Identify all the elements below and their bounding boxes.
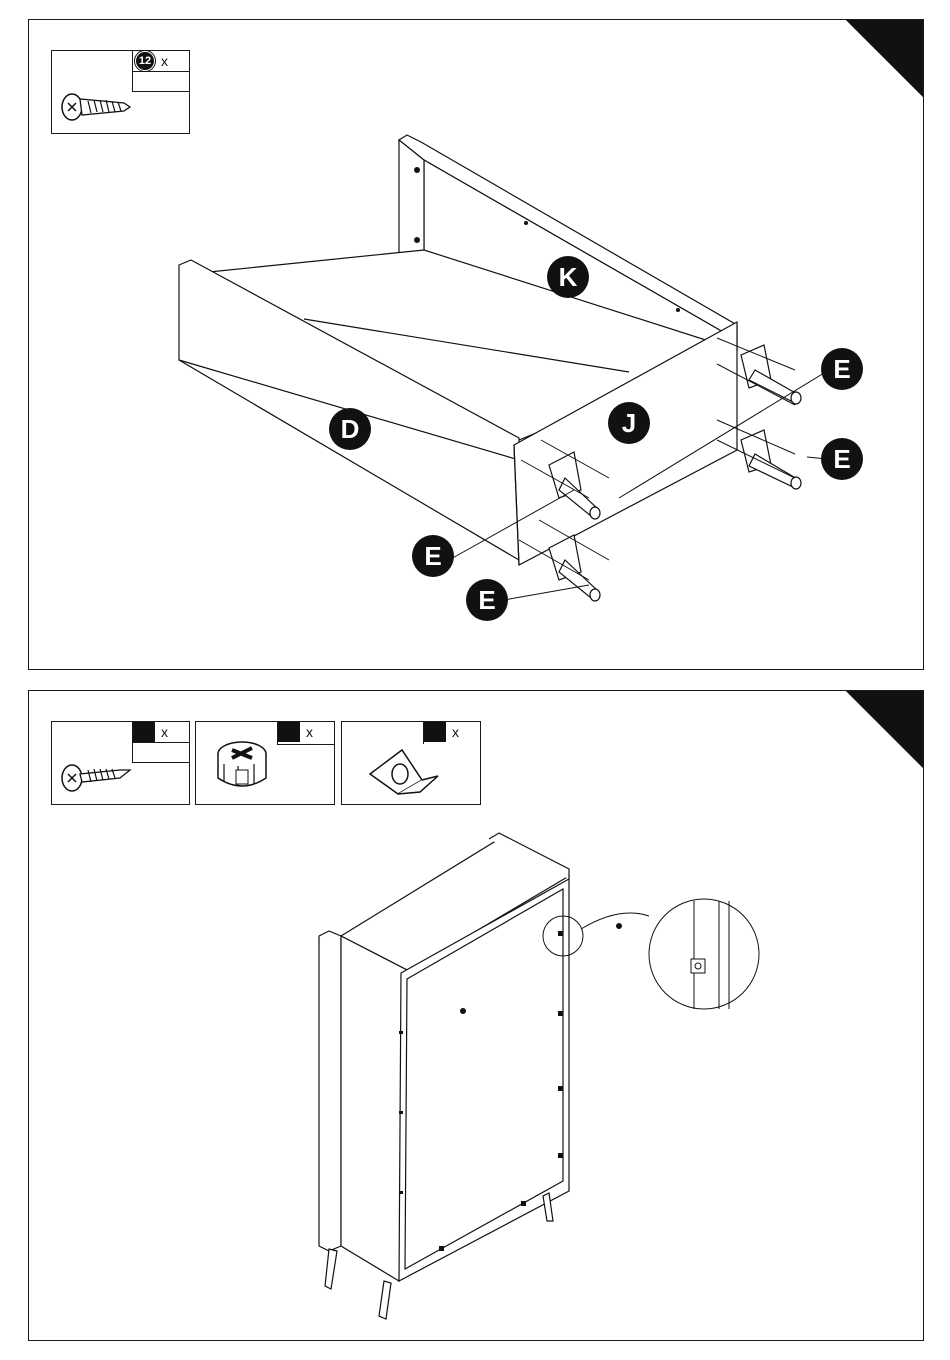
cabinet-back-assembly-diagram (29, 691, 924, 1341)
assembly-step-2: x x x (28, 690, 924, 1341)
part-label-e: E (833, 444, 850, 474)
part-label-k: K (559, 262, 578, 292)
drawer-assembly-diagram: K D J E E E E (29, 20, 924, 670)
assembly-step-1: 12 x (28, 19, 924, 670)
part-label-e: E (478, 585, 495, 615)
part-label-e: E (424, 541, 441, 571)
part-label-d: D (341, 414, 360, 444)
part-label-e: E (833, 354, 850, 384)
part-label-j: J (622, 408, 636, 438)
